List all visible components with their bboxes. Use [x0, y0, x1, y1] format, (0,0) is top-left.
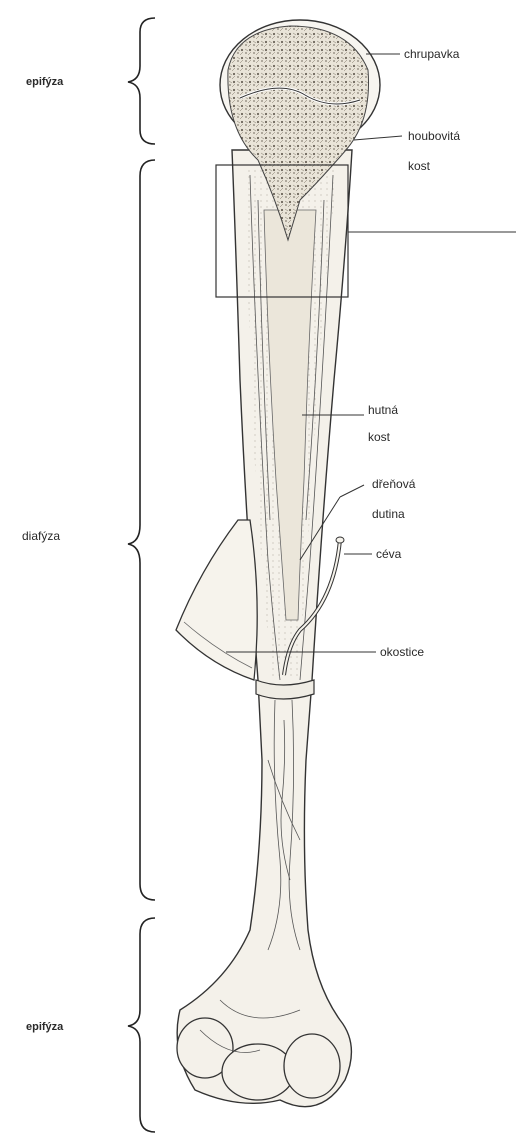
label-compact-bone-2: kost [368, 430, 391, 444]
distal-condyle-mid [222, 1044, 294, 1100]
periosteum-flap [176, 520, 257, 680]
distal-condyle-right [284, 1034, 340, 1098]
label-compact-bone-1: hutná [368, 403, 398, 417]
brace-distal-epiphysis [128, 918, 155, 1132]
label-periosteum: okostice [380, 645, 424, 659]
label-marrow-cavity-1: dřeňová [372, 477, 416, 491]
label-cartilage: chrupavka [404, 47, 460, 61]
label-spongy-bone-2: kost [408, 159, 431, 173]
label-vessel: céva [376, 547, 402, 561]
label-distal-epiphysis: epifýza [26, 1021, 64, 1033]
brace-proximal-epiphysis [128, 18, 155, 144]
label-spongy-bone-1: houbovitá [408, 129, 460, 143]
label-marrow-cavity-2: dutina [372, 507, 405, 521]
label-diaphysis: diafýza [22, 529, 60, 543]
label-proximal-epiphysis: epifýza [26, 76, 64, 88]
brace-diaphysis [128, 160, 155, 900]
